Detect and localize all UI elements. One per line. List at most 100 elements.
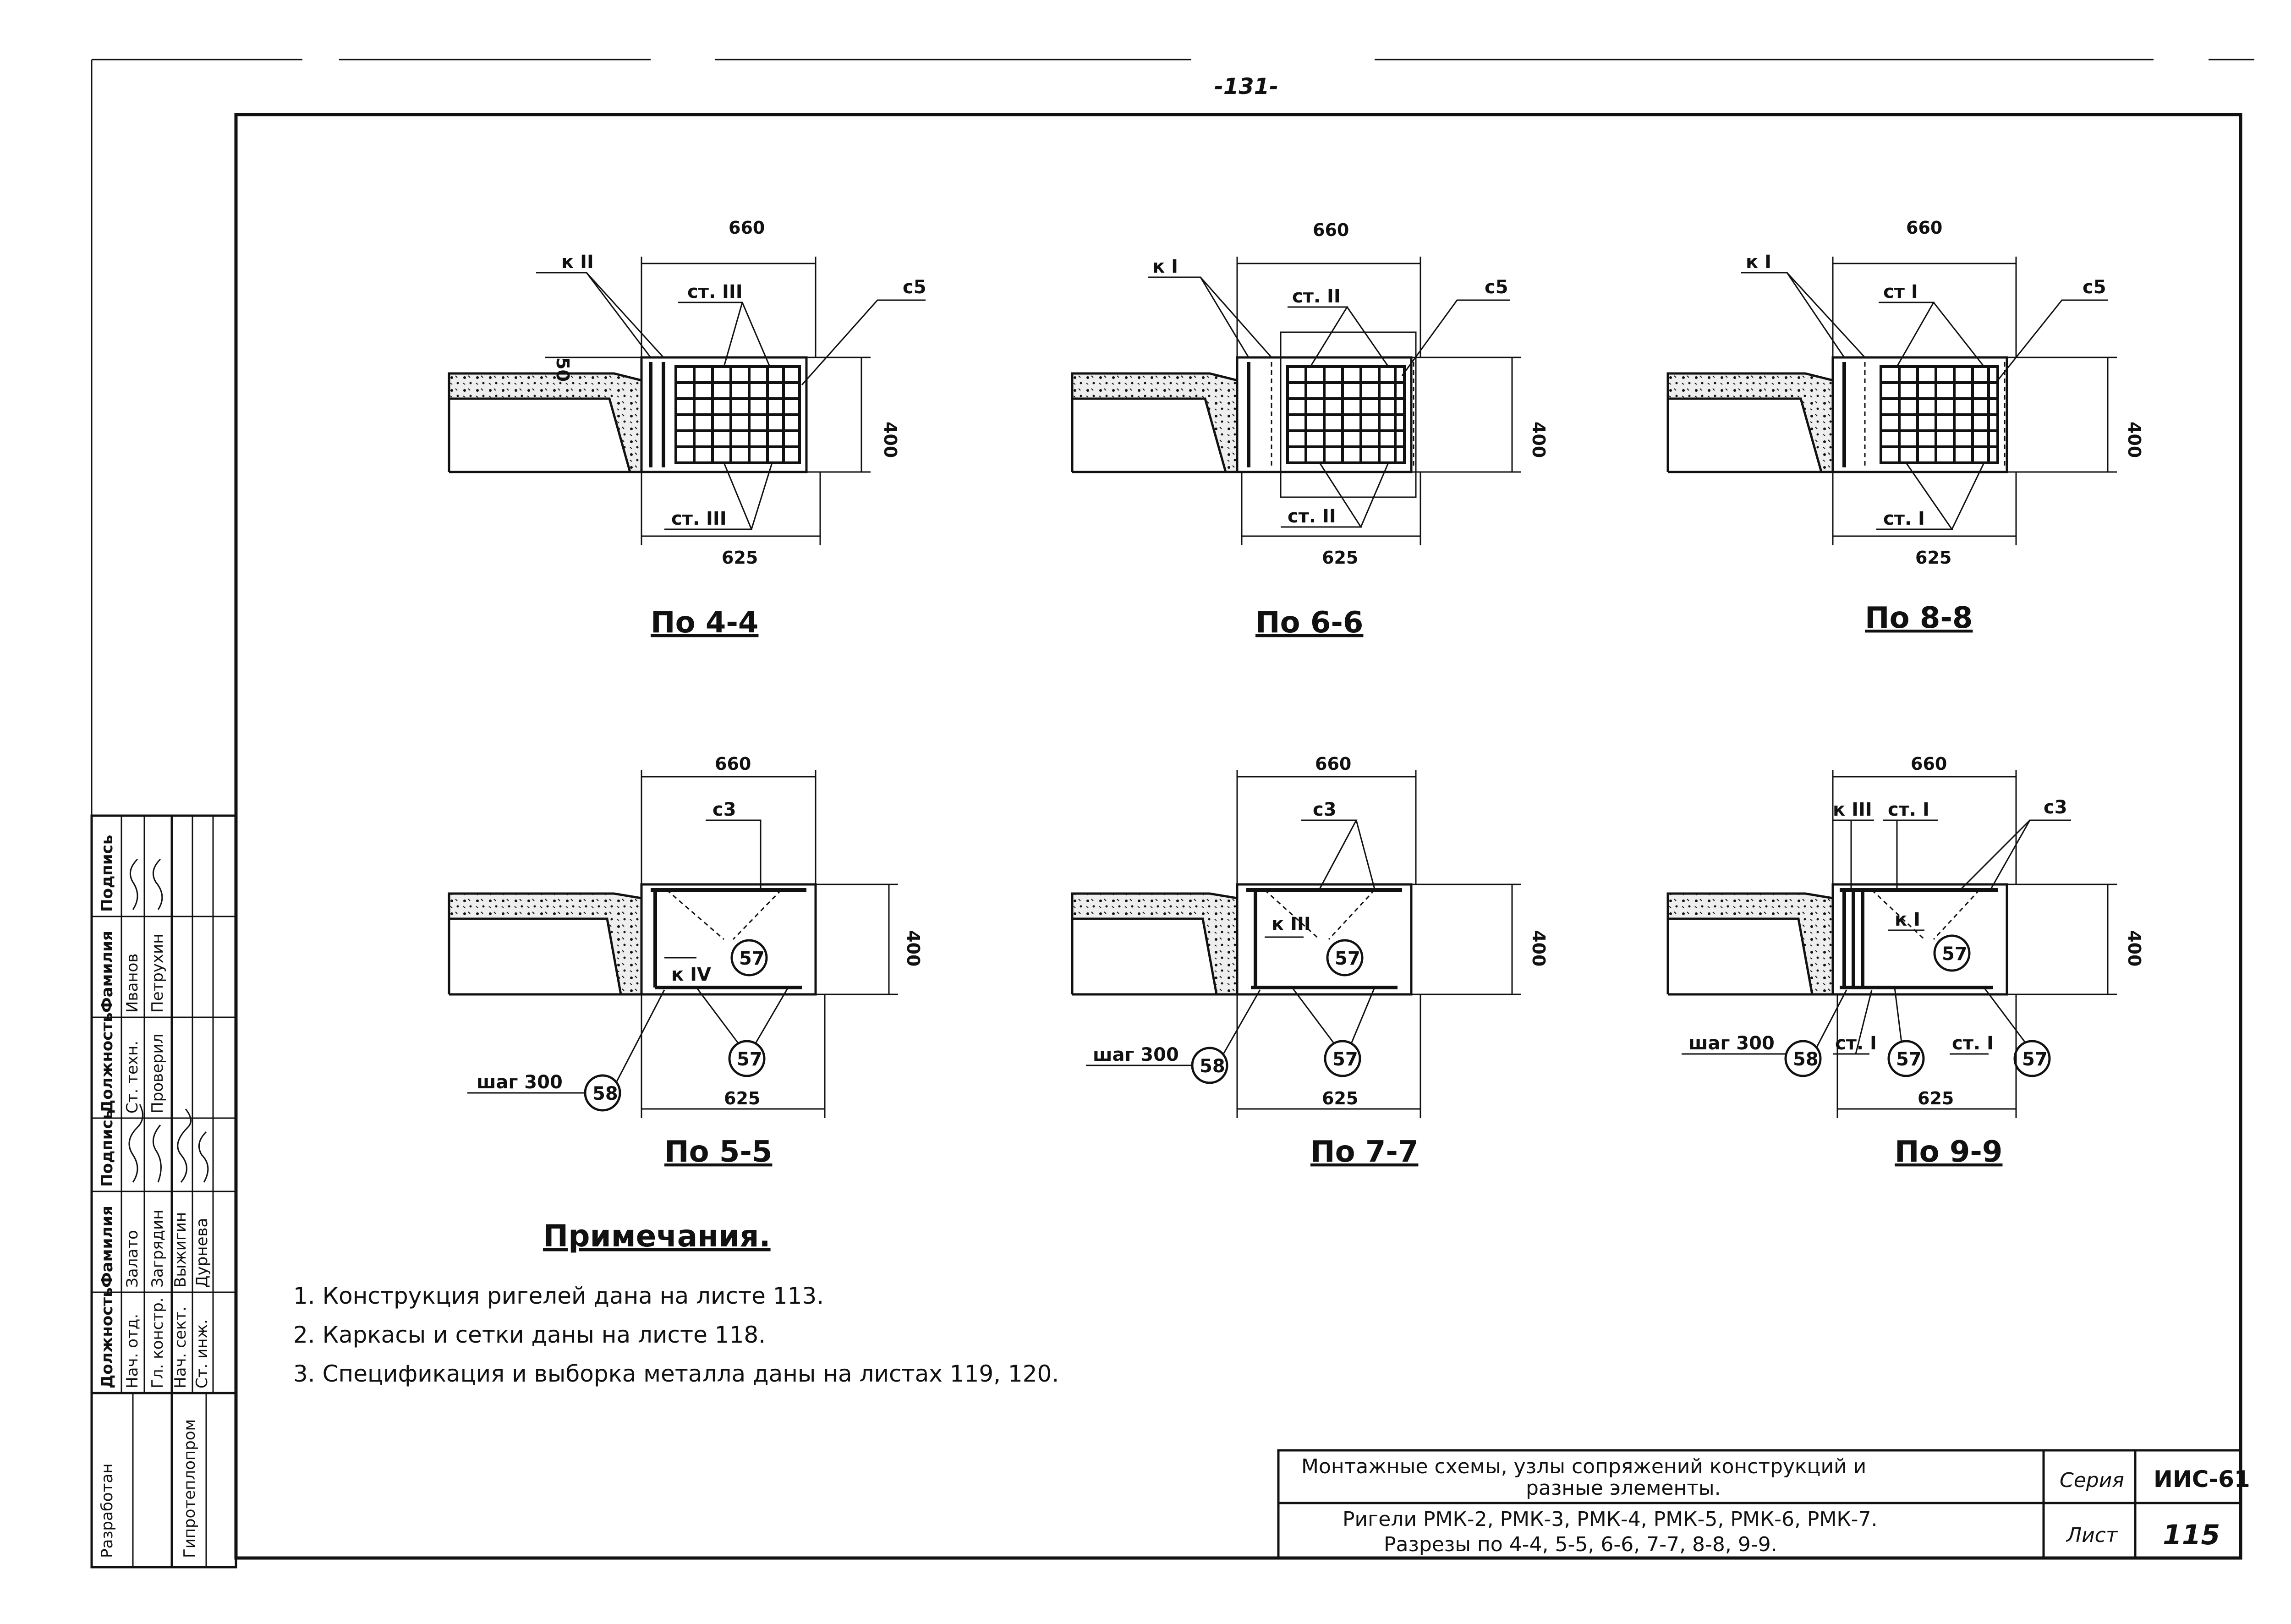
marker-top-text: 57: [1335, 948, 1360, 969]
marker-bottom-text: 57: [1896, 1049, 1922, 1070]
marker-bottom-text: 57: [1332, 1049, 1358, 1070]
signature-3: [177, 1108, 192, 1183]
bottom-right-label: ст. I: [1952, 1033, 1994, 1054]
slab: [448, 892, 643, 996]
top-label: ст. I: [1888, 799, 1929, 820]
section-6-6: 660 625 400 к I ст. II с5 ст. II По 6-6: [1071, 220, 1549, 640]
dim-top: 660: [1906, 218, 1942, 238]
title-line-2: разные элементы.: [1526, 1476, 1721, 1500]
frame-label: к I: [1152, 256, 1178, 277]
section-4-4: 660 625 400 50 к II ст. III с5 ст. III П…: [448, 218, 926, 640]
slab: [1071, 372, 1239, 473]
dim-bottom: 625: [724, 1088, 760, 1108]
dim-bottom: 625: [1918, 1088, 1954, 1108]
signature-5: [129, 858, 138, 910]
dim-bottom: 625: [1322, 1088, 1358, 1108]
stamp-role-1: Нач. отд.: [123, 1314, 142, 1388]
notes-block: Примечания. 1. Конструкция ригелей дана …: [293, 1218, 1059, 1387]
marker-right-text: 57: [2022, 1049, 2048, 1070]
series-value: ИИС-61: [2154, 1466, 2250, 1492]
dim-height: 400: [1529, 422, 1549, 458]
marker-left-text: 58: [1200, 1056, 1225, 1077]
mesh-label: с3: [2044, 797, 2067, 818]
stamp-name-2: Загрядин: [148, 1210, 167, 1288]
dim-top: 660: [1911, 754, 1947, 774]
section-caption: По 6-6: [1255, 606, 1363, 640]
signature-1: [128, 1104, 143, 1183]
top-label: ст. III: [687, 281, 743, 302]
beam-outline: [1236, 883, 1413, 996]
stamp-header-sign: Подпись: [98, 1110, 116, 1187]
dim-height: 400: [2124, 422, 2144, 458]
section-caption: По 7-7: [1310, 1135, 1418, 1169]
sheet-label: Лист: [2066, 1524, 2118, 1547]
slab: [448, 372, 643, 473]
dim-top: 660: [1313, 220, 1349, 240]
stamp-name-1: Залато: [123, 1230, 142, 1288]
dim-offset: 50: [553, 357, 573, 382]
step-label: шаг 300: [477, 1072, 563, 1093]
stamp-name-4: Дурнева: [193, 1218, 211, 1288]
mesh-grid: [674, 365, 801, 464]
top-label: ст. II: [1292, 286, 1341, 307]
top-label: ст I: [1883, 281, 1918, 302]
marker-right: [2013, 1040, 2051, 1077]
dim-bottom: 625: [722, 548, 758, 568]
section-7-7: 660 625 400 с3 к III 57 57 58 шаг 300 По…: [1071, 754, 1549, 1169]
marker-top: [730, 939, 768, 977]
dim-top: 660: [1315, 754, 1351, 774]
dim-top: 660: [715, 754, 751, 774]
marker-bottom: [1324, 1040, 1361, 1077]
mesh-grid: [1286, 365, 1406, 464]
inner-label: к IV: [671, 964, 711, 985]
stamp-table: Разработан Гипротеплопром Должность Фами…: [90, 814, 237, 1569]
stamp-header-name: Фамилия: [98, 1206, 116, 1288]
dim-top: 660: [729, 218, 765, 238]
stamp-header-role: Должность: [98, 1287, 116, 1388]
dim-bottom: 625: [1915, 548, 1951, 568]
stamp-upper-name-2: Петрухин: [148, 934, 167, 1013]
title-line-1: Монтажные схемы, узлы сопряжений констру…: [1301, 1455, 1866, 1478]
dim-height: 400: [1529, 930, 1549, 966]
mesh-grid: [1880, 365, 1999, 464]
stamp-name-3: Выжигин: [171, 1212, 190, 1288]
section-8-8: 660 625 400 к I ст I с5 ст. I По 8-8: [1666, 218, 2144, 635]
marker-bottom: [728, 1040, 766, 1077]
dim-bottom: 625: [1322, 548, 1358, 568]
dim-height: 400: [880, 422, 900, 458]
step-label: шаг 300: [1093, 1044, 1179, 1065]
bottom-label: ст. III: [671, 508, 727, 529]
frame-label: к III: [1833, 799, 1872, 820]
marker-top: [1933, 934, 1971, 972]
stamp-role-2: Гл. констр.: [148, 1297, 167, 1388]
marker-left-text: 58: [592, 1083, 618, 1104]
section-caption: По 4-4: [651, 606, 758, 640]
stamp-org: Гипротеплопром: [181, 1419, 199, 1558]
stamp-role-4: Ст. инж.: [193, 1319, 211, 1388]
title-block: Монтажные схемы, узлы сопряжений констру…: [1277, 1449, 2250, 1559]
beam-outline: [1236, 356, 1413, 473]
mesh-label: с3: [713, 799, 736, 820]
section-9-9: 660 625 400 к III ст. I с3 к I 57 57 57 …: [1666, 754, 2144, 1169]
step-label: шаг 300: [1688, 1033, 1775, 1054]
stamp-upper-role-2: Проверил: [148, 1034, 167, 1114]
signature-6: [152, 858, 163, 910]
stamp-upper-role-1: Ст. техн.: [123, 1041, 142, 1114]
inner-label: к III: [1272, 914, 1311, 935]
beam-outline: [640, 356, 808, 473]
stamp-header-name-upper: Фамилия: [98, 931, 116, 1013]
stamp-developed: Разработан: [98, 1464, 116, 1558]
beam-outline: [1831, 883, 2008, 996]
dim-height: 400: [903, 930, 923, 966]
title-line-3: Ригели РМК-2, РМК-3, РМК-4, РМК-5, РМК-6…: [1343, 1508, 1878, 1531]
marker-left: [1784, 1040, 1822, 1077]
signature-4: [198, 1131, 209, 1183]
dim-height: 400: [2124, 930, 2144, 966]
notes-title: Примечания.: [543, 1218, 771, 1254]
stamp-header-sign-upper: Подпись: [98, 835, 116, 912]
bottom-label: ст. II: [1288, 506, 1336, 527]
section-caption: По 8-8: [1865, 601, 1973, 635]
note-item-1: 1. Конструкция ригелей дана на листе 113…: [293, 1283, 824, 1309]
note-item-3: 3. Спецификация и выборка металла даны н…: [293, 1361, 1059, 1387]
